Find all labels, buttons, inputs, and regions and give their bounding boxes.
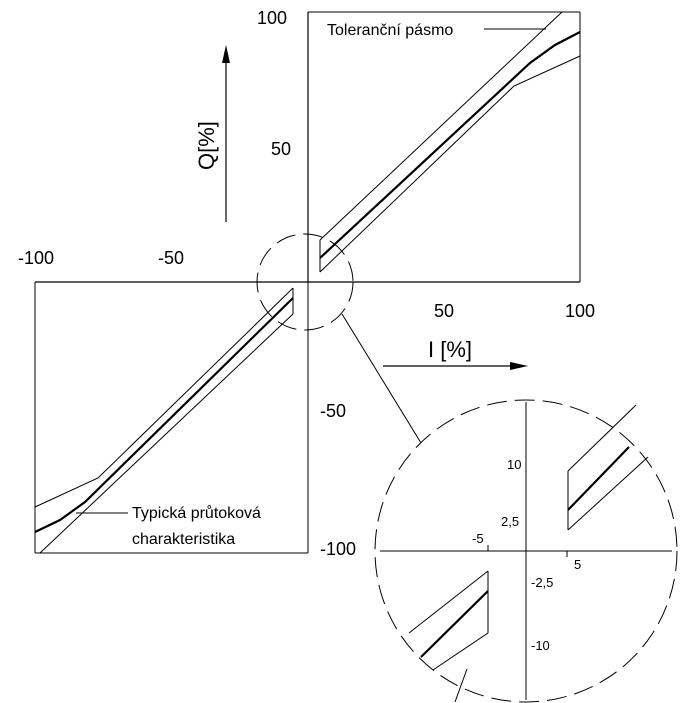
axis-arrows — [222, 45, 528, 370]
y-axis-arrow-head — [222, 45, 230, 63]
tolerance-band-lower-edge — [319, 55, 581, 273]
detail-band-upper-negative — [408, 570, 489, 634]
detail-band-lower-positive — [567, 456, 649, 531]
detail-y-tick-minus2-5: -2,5 — [531, 575, 553, 590]
magnifier-small-circle — [256, 233, 354, 331]
y-tick-50: 50 — [271, 139, 291, 159]
tolerance-band-upper-edge — [319, 11, 563, 241]
typical-characteristic-label-line2: charakteristika — [132, 531, 235, 548]
magnifier-connector — [341, 313, 422, 444]
detail-y-tick-10: 10 — [507, 457, 521, 472]
detail-y-tick-minus10: -10 — [531, 638, 550, 653]
x-tick-100: 100 — [565, 301, 595, 321]
detail-view — [380, 402, 672, 703]
magnifier-large-circle — [374, 399, 678, 703]
typical-characteristic-curve-negative — [34, 297, 294, 533]
x-tick-minus100: -100 — [18, 248, 54, 268]
tolerance-band-label: Toleranční pásmo — [327, 22, 453, 39]
detail-x-tick-5: 5 — [574, 557, 581, 572]
x-tick-minus50: -50 — [158, 248, 184, 268]
magnifier — [256, 233, 678, 703]
detail-band-lower-negative — [432, 632, 489, 671]
detail-y-tick-2-5: 2,5 — [501, 514, 519, 529]
detail-band-upper-positive — [567, 404, 637, 472]
quadrant-negative — [34, 281, 580, 554]
labels: 100 50 -50 -100 -100 -50 50 100 Q[%] I [… — [18, 8, 595, 653]
detail-curve-negative — [420, 590, 489, 658]
typical-characteristic-label-line1: Typická průtoková — [132, 504, 261, 522]
quadrant-positive — [307, 11, 581, 282]
y-tick-minus50: -50 — [320, 401, 346, 421]
detail-x-tick-minus5: -5 — [472, 531, 484, 546]
detail-curve-positive — [567, 446, 630, 511]
typical-characteristic-curve-positive — [319, 31, 581, 259]
y-tick-minus100: -100 — [320, 539, 356, 559]
tolerance-band-upper-edge-negative — [34, 287, 294, 508]
x-axis-title: I [%] — [428, 337, 472, 362]
x-tick-50: 50 — [434, 301, 454, 321]
y-tick-100: 100 — [257, 8, 287, 28]
y-axis-title: Q[%] — [194, 121, 219, 170]
detail-leader — [454, 668, 468, 703]
x-axis-arrow-head — [510, 362, 528, 370]
